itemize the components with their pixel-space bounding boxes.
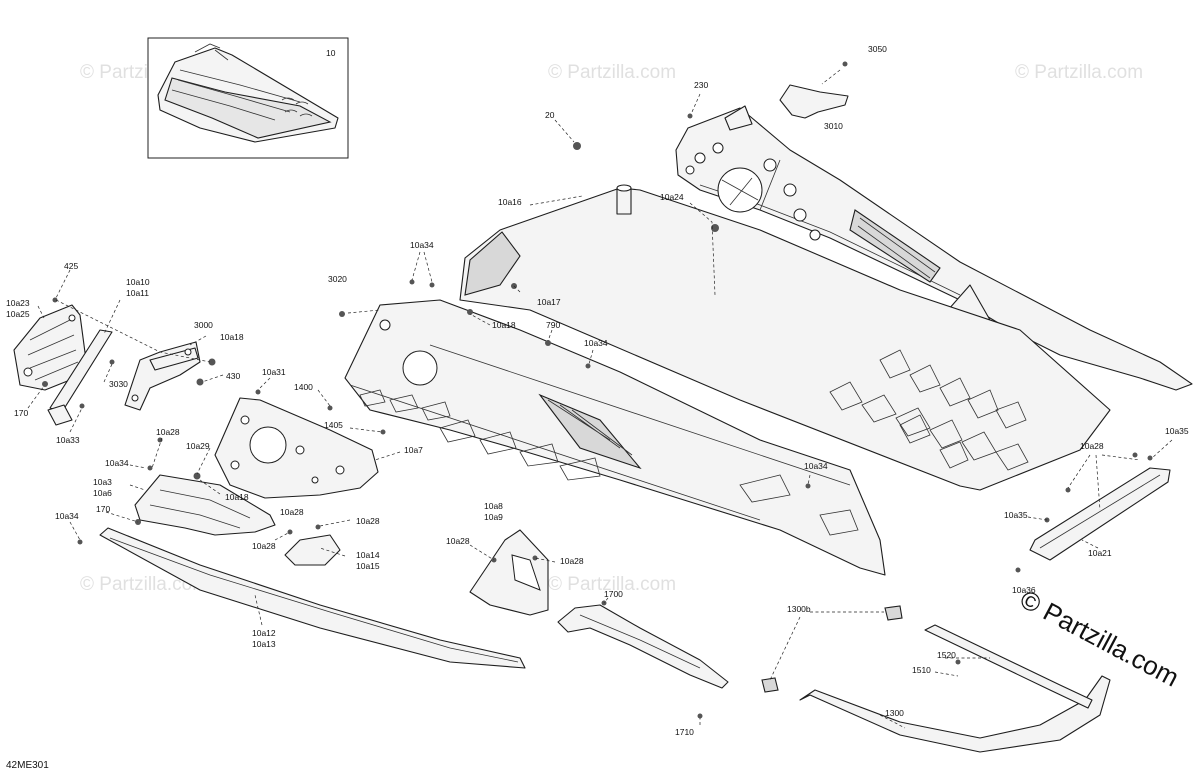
bracket-10a8 xyxy=(469,529,549,616)
inset-assembly-10 xyxy=(147,37,349,159)
label-10a17: 10a17 xyxy=(537,297,561,307)
label-10a28-d: 10a28 xyxy=(446,536,470,546)
label-10a33: 10a33 xyxy=(56,435,80,445)
bracket-10a14 xyxy=(284,534,341,566)
label-3000: 3000 xyxy=(194,320,213,330)
brace-10a10 xyxy=(47,329,113,426)
bracket-1300b xyxy=(761,605,903,693)
watermarks: © Partzilla.com © Partzilla.com © Partzi… xyxy=(80,62,1143,595)
label-170-left: 170 xyxy=(14,408,28,418)
label-10a28-f: 10a28 xyxy=(252,541,276,551)
label-10a12: 10a12 xyxy=(252,628,276,638)
label-3020: 3020 xyxy=(328,274,347,284)
label-10a15: 10a15 xyxy=(356,561,380,571)
label-430: 430 xyxy=(226,371,240,381)
label-230: 230 xyxy=(694,80,708,90)
label-10a18-left: 10a18 xyxy=(220,332,244,342)
label-10a28-a: 10a28 xyxy=(156,427,180,437)
diagram-code: 42ME301 xyxy=(6,760,49,771)
tunnel-side-10a7 xyxy=(344,299,886,576)
strip-10a12 xyxy=(99,527,526,669)
label-10a31: 10a31 xyxy=(262,367,286,377)
label-10a14: 10a14 xyxy=(356,550,380,560)
callout-labels: 10 3050 230 3010 20 10a24 10a16 10a34 30… xyxy=(6,44,1189,737)
label-10a35-a: 10a35 xyxy=(1165,426,1189,436)
label-10a11: 10a11 xyxy=(126,288,149,298)
leader-lines xyxy=(27,69,1173,729)
label-10a21: 10a21 xyxy=(1088,548,1112,558)
label-10a28-b: 10a28 xyxy=(280,507,304,517)
label-10a24: 10a24 xyxy=(660,192,684,202)
label-3010: 3010 xyxy=(824,121,843,131)
runner-1700 xyxy=(557,604,729,689)
label-1400: 1400 xyxy=(294,382,313,392)
watermark: © Partzilla.com xyxy=(548,62,676,83)
watermark: © Partzilla.com xyxy=(548,574,676,595)
label-10a9: 10a9 xyxy=(484,512,503,522)
label-10a34-top: 10a34 xyxy=(410,240,434,250)
bracket-10a23 xyxy=(13,304,87,391)
bracket-3010 xyxy=(779,84,849,119)
plate-10a29 xyxy=(214,397,379,499)
label-10a6: 10a6 xyxy=(93,488,112,498)
label-1405: 1405 xyxy=(324,420,343,430)
label-10a28-e: 10a28 xyxy=(560,556,584,566)
label-10a16: 10a16 xyxy=(498,197,522,207)
label-10: 10 xyxy=(326,48,336,58)
label-1510: 1510 xyxy=(912,665,931,675)
label-425: 425 xyxy=(64,261,78,271)
label-10a36: 10a36 xyxy=(1012,585,1036,595)
label-10a18-top: 10a18 xyxy=(492,320,516,330)
skid-plate-10a3 xyxy=(134,474,276,536)
label-1700: 1700 xyxy=(604,589,623,599)
label-10a3: 10a3 xyxy=(93,477,112,487)
label-1520: 1520 xyxy=(937,650,956,660)
label-10a13: 10a13 xyxy=(252,639,276,649)
right-frame-rail xyxy=(675,105,1193,391)
label-10a7: 10a7 xyxy=(404,445,423,455)
label-10a35-b: 10a35 xyxy=(1004,510,1028,520)
label-1300b: 1300b xyxy=(787,604,811,614)
label-10a18-low: 10a18 xyxy=(225,492,249,502)
watermark: © Partzilla.com xyxy=(1015,62,1143,83)
label-3030: 3030 xyxy=(109,379,128,389)
label-1300: 1300 xyxy=(885,708,904,718)
label-10a34-mid: 10a34 xyxy=(584,338,608,348)
label-1710: 1710 xyxy=(675,727,694,737)
label-3050: 3050 xyxy=(868,44,887,54)
label-10a34-right: 10a34 xyxy=(804,461,828,471)
tunnel-top-10a16 xyxy=(459,184,1111,491)
label-10a8: 10a8 xyxy=(484,501,503,511)
rear-bar-10a21 xyxy=(1029,467,1171,561)
label-10a28-rear: 10a28 xyxy=(1080,441,1104,451)
label-10a10: 10a10 xyxy=(126,277,150,287)
label-10a28-c: 10a28 xyxy=(356,516,380,526)
bracket-3000 xyxy=(124,341,201,411)
label-10a34-left: 10a34 xyxy=(105,458,129,468)
fasteners xyxy=(42,61,1153,719)
label-170-low: 170 xyxy=(96,504,110,514)
label-10a23: 10a23 xyxy=(6,298,30,308)
label-10a29: 10a29 xyxy=(186,441,210,451)
rear-bumper-1300 xyxy=(799,624,1111,753)
label-790: 790 xyxy=(546,320,560,330)
label-20: 20 xyxy=(545,110,555,120)
label-10a25: 10a25 xyxy=(6,309,30,319)
watermark: © Partzilla.com xyxy=(80,574,208,595)
label-10a34-low: 10a34 xyxy=(55,511,79,521)
